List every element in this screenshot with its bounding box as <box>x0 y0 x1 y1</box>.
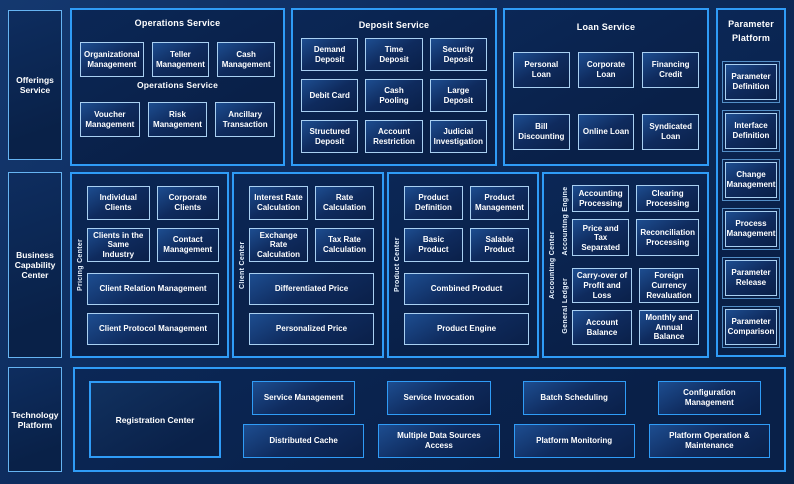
node-clients-same-industry: Clients in the Same Industry <box>87 228 150 262</box>
operations-service-title: Operations Service <box>134 18 221 28</box>
node-basic-product: Basic Product <box>404 228 463 262</box>
general-ledger-group: General Ledger Carry-over of Profit and … <box>559 268 699 345</box>
client-center-label: Client Center <box>239 241 246 289</box>
node-cash-management: Cash Management <box>217 42 275 77</box>
node-time-deposit: Time Deposit <box>365 38 423 71</box>
operations-row-1: Organizational Management Teller Managem… <box>80 42 275 77</box>
section-client-center: Client Center Interest Rate Calculation … <box>232 172 384 358</box>
node-personalized-price: Personalized Price <box>249 313 374 345</box>
node-account-restriction: Account Restriction <box>365 120 423 153</box>
section-product-center: Product Center Product Definition Produc… <box>387 172 539 358</box>
node-reconciliation-processing: Reconciliation Processing <box>636 219 699 257</box>
product-center-label: Product Center <box>394 237 401 293</box>
node-clearing-processing: Clearing Processing <box>636 185 699 213</box>
node-parameter-definition: Parameter Definition <box>722 61 780 103</box>
loan-row-2: Bill Discounting Online Loan Syndicated … <box>513 114 699 150</box>
node-large-deposit: Large Deposit <box>429 79 487 112</box>
node-service-invocation: Service Invocation <box>387 381 491 415</box>
node-product-management: Product Management <box>470 186 529 220</box>
section-deposit-service: Deposit Service Demand Deposit Time Depo… <box>291 8 497 166</box>
node-foreign-currency-revaluation: Foreign Currency Revaluation <box>639 268 699 304</box>
operations-row-2: Voucher Management Risk Management Ancil… <box>80 102 275 137</box>
deposit-row-1: Demand Deposit Time Deposit Security Dep… <box>301 38 487 71</box>
node-corporate-loan: Corporate Loan <box>577 52 635 88</box>
node-parameter-comparison: Parameter Comparison <box>722 306 780 348</box>
node-accounting-processing: Accounting Processing <box>572 185 630 213</box>
node-personal-loan: Personal Loan <box>513 52 570 88</box>
node-interest-rate-calculation: Interest Rate Calculation <box>249 186 308 220</box>
node-salable-product: Salable Product <box>470 228 529 262</box>
node-account-balance: Account Balance <box>572 310 632 345</box>
node-client-protocol-management: Client Protocol Management <box>87 313 219 345</box>
client-center-content: Interest Rate Calculation Rate Calculati… <box>249 179 378 351</box>
deposit-row-3: Structured Deposit Account Restriction J… <box>301 120 487 153</box>
node-risk-management: Risk Management <box>147 102 208 137</box>
node-voucher-management: Voucher Management <box>80 102 140 137</box>
loan-service-title: Loan Service <box>576 22 636 32</box>
node-organizational-management: Organizational Management <box>80 42 144 77</box>
rail-technology-platform: Technology Platform <box>8 367 62 472</box>
node-configuration-management: Configuration Management <box>657 381 761 415</box>
node-platform-monitoring: Platform Monitoring <box>513 424 635 458</box>
product-center-content: Product Definition Product Management Ba… <box>404 179 533 351</box>
accounting-engine-label: Accounting Engine <box>562 186 569 256</box>
node-combined-product: Combined Product <box>404 273 529 305</box>
node-syndicated-loan: Syndicated Loan <box>642 114 699 150</box>
pricing-center-content: Individual Clients Corporate Clients Cli… <box>87 179 223 351</box>
loan-row-1: Personal Loan Corporate Loan Financing C… <box>513 52 699 88</box>
node-change-management: Change Management <box>722 159 780 201</box>
node-financing-credit: Financing Credit <box>642 52 699 88</box>
node-platform-operation-maintenance: Platform Operation & Maintenance <box>648 424 770 458</box>
node-distributed-cache: Distributed Cache <box>243 424 365 458</box>
node-ancillary-transaction: Ancillary Transaction <box>215 102 275 137</box>
rail-business-capability-center: Business Capability Center <box>8 172 62 358</box>
node-parameter-release: Parameter Release <box>722 257 780 299</box>
pricing-center-label: Pricing Center <box>77 238 84 292</box>
node-security-deposit: Security Deposit <box>429 38 487 71</box>
node-bill-discounting: Bill Discounting <box>513 114 570 150</box>
node-interface-definition: Interface Definition <box>722 110 780 152</box>
node-exchange-rate-calculation: Exchange Rate Calculation <box>249 228 308 262</box>
section-accounting-center: Accounting Center Accounting Engine Acco… <box>542 172 709 358</box>
rail-offerings-service: Offerings Service <box>8 10 62 160</box>
node-corporate-clients: Corporate Clients <box>156 186 219 220</box>
section-technology-platform: Registration Center Service Management S… <box>73 367 786 472</box>
parameter-platform-title: Parameter Platform <box>728 19 774 43</box>
node-monthly-annual-balance: Monthly and Annual Balance <box>639 310 699 345</box>
node-individual-clients: Individual Clients <box>87 186 150 220</box>
node-structured-deposit: Structured Deposit <box>301 120 359 153</box>
node-multiple-data-sources-access: Multiple Data Sources Access <box>378 424 500 458</box>
deposit-service-title: Deposit Service <box>358 20 430 30</box>
node-differentiated-price: Differentiated Price <box>249 273 374 305</box>
accounting-center-label: Accounting Center <box>549 231 556 299</box>
accounting-engine-group: Accounting Engine Accounting Processing … <box>559 185 699 257</box>
node-tax-rate-calculation: Tax Rate Calculation <box>315 228 374 262</box>
node-demand-deposit: Demand Deposit <box>301 38 359 71</box>
node-rate-calculation: Rate Calculation <box>315 186 374 220</box>
general-ledger-label: General Ledger <box>562 278 569 335</box>
node-price-and-tax-separated: Price and Tax Separated <box>572 219 630 257</box>
section-loan-service: Loan Service Personal Loan Corporate Loa… <box>503 8 709 166</box>
node-registration-center: Registration Center <box>89 381 221 458</box>
node-contact-management: Contact Management <box>156 228 219 262</box>
section-operations-service: Operations Service Organizational Manage… <box>70 8 285 166</box>
node-batch-scheduling: Batch Scheduling <box>522 381 626 415</box>
node-client-relation-management: Client Relation Management <box>87 273 219 305</box>
section-parameter-platform: Parameter Platform Parameter Definition … <box>716 8 786 357</box>
section-pricing-center: Pricing Center Individual Clients Corpor… <box>70 172 229 358</box>
deposit-row-2: Debit Card Cash Pooling Large Deposit <box>301 79 487 112</box>
node-service-management: Service Management <box>252 381 356 415</box>
node-judicial-investigation: Judicial Investigation <box>429 120 487 153</box>
technology-grid: Service Management Service Invocation Ba… <box>243 381 770 458</box>
node-product-definition: Product Definition <box>404 186 463 220</box>
node-carry-over-profit-loss: Carry-over of Profit and Loss <box>572 268 632 304</box>
node-cash-pooling: Cash Pooling <box>365 79 423 112</box>
node-teller-management: Teller Management <box>151 42 210 77</box>
operations-service-subtitle: Operations Service <box>136 80 219 90</box>
node-process-management: Process Management <box>722 208 780 250</box>
node-online-loan: Online Loan <box>577 114 635 150</box>
accounting-center-content: Accounting Engine Accounting Processing … <box>559 179 703 351</box>
node-debit-card: Debit Card <box>301 79 359 112</box>
node-product-engine: Product Engine <box>404 313 529 345</box>
